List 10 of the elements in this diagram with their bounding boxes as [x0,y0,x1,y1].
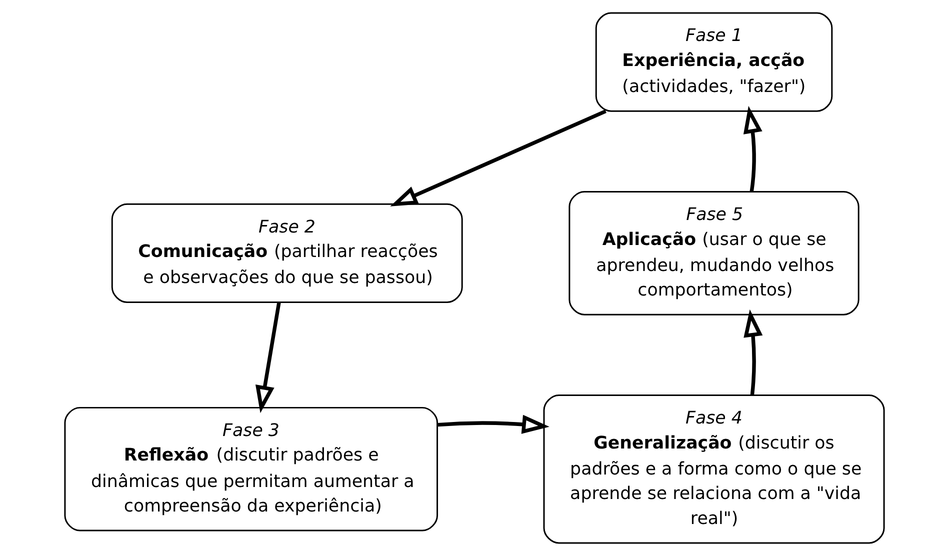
node-box: Fase 4 Generalização (discutir os padrões e a forma como o que se aprende se relaciona com a "vida real") [542,394,884,544]
arrow [436,414,549,434]
node-box: Fase 1 Experiência, acção (actividades, "fazer") [594,12,832,112]
arrow [743,309,762,396]
node-box: Fase 2 Comunicação (partilhar reacções e observações do que se passou) [110,203,462,303]
arrow [254,302,280,414]
arrow [390,109,606,206]
node-box: Fase 3 Reflexão (discutir padrões e dinâmicas que permitam aumentar a compreensão da experiência) [64,406,438,532]
node-box: Fase 5 Aplicação (usar o que se aprendeu, mudando velhos comportamentos) [568,191,859,316]
arrow [742,106,762,192]
